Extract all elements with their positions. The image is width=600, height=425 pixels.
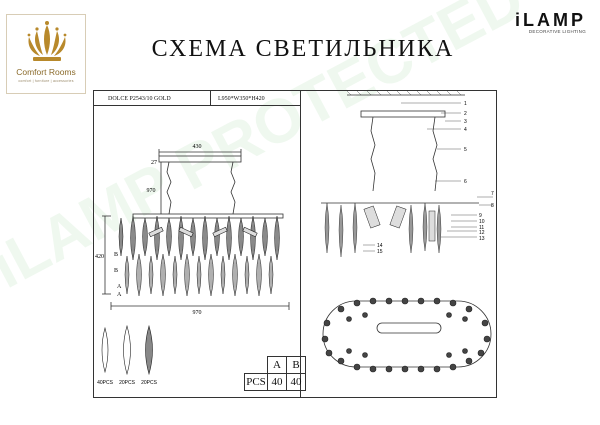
callout-9: 9 bbox=[479, 213, 482, 219]
brand-tagline: comfort | furniture | accessories bbox=[18, 79, 74, 83]
callout-10: 10 bbox=[479, 219, 485, 225]
chain-left bbox=[166, 161, 172, 215]
side-view-drawing: 1 2 3 4 5 6 7 8 9 10 11 12 13 14 15 bbox=[321, 91, 494, 373]
callout-6: 6 bbox=[464, 179, 467, 185]
crown-icon bbox=[27, 21, 67, 61]
ilamp-logo-sub: DECORATIVE LIGHTING bbox=[528, 29, 586, 34]
crystal-legend: 40PCS 20PCS 20PCS bbox=[97, 324, 158, 386]
crystal-b-shape bbox=[123, 324, 131, 376]
crystal-b-qty: 20PCS bbox=[119, 380, 136, 386]
front-view-drawing: 430 970 27 420 970 B B A A bbox=[95, 144, 290, 316]
plan-outline bbox=[322, 300, 492, 368]
canopy-side bbox=[360, 110, 446, 118]
candle-arms bbox=[148, 226, 258, 238]
pcs-col-a: A bbox=[267, 356, 287, 374]
callout-2: 2 bbox=[464, 111, 467, 117]
callout-8: 8 bbox=[491, 203, 494, 209]
crystal-a-qty: 40PCS bbox=[97, 380, 114, 386]
dim-height-label: 420 bbox=[95, 254, 104, 260]
frame-bar bbox=[132, 213, 284, 219]
chain-side-left bbox=[370, 116, 376, 192]
crystal-c-qty: 20PCS bbox=[141, 380, 158, 386]
ilamp-logo-name: iLAMP bbox=[515, 10, 586, 30]
header-rule bbox=[93, 105, 300, 106]
callout-1: 1 bbox=[464, 101, 467, 107]
drawing-frame bbox=[93, 90, 497, 398]
callout-13: 13 bbox=[479, 236, 485, 242]
pcs-row-label: PCS bbox=[244, 373, 268, 391]
side-crystals bbox=[324, 202, 442, 258]
pcs-value-a: 40 bbox=[267, 373, 287, 391]
dim-offset-label: 27 bbox=[151, 160, 157, 166]
callout-4: 4 bbox=[464, 127, 467, 133]
callout-15: 15 bbox=[377, 249, 383, 255]
dim-top-label: 430 bbox=[193, 144, 202, 150]
crystal-row-lower bbox=[124, 253, 274, 297]
comfort-rooms-logo: Comfort Rooms comfort | furniture | acce… bbox=[6, 14, 86, 94]
chain-right bbox=[230, 161, 236, 215]
label-b-2: B bbox=[114, 268, 118, 274]
plan-base bbox=[376, 322, 442, 334]
label-b-1: B bbox=[114, 252, 118, 258]
page-title: СХЕМА СВЕТИЛЬНИКА bbox=[151, 36, 455, 62]
header-separator bbox=[210, 90, 211, 105]
callout-11: 11 bbox=[479, 225, 484, 231]
ceiling-canopy bbox=[158, 155, 242, 163]
label-a-1: A bbox=[117, 284, 122, 290]
chain-side-right bbox=[432, 116, 438, 192]
frame-divider bbox=[300, 90, 301, 398]
crystal-c-shape bbox=[145, 324, 153, 376]
dimensions-label: L950*W350*H420 bbox=[218, 96, 265, 102]
pcs-value-b: 40 bbox=[286, 373, 306, 391]
crystal-a-shape bbox=[101, 326, 109, 374]
pcs-col-b: B bbox=[286, 356, 306, 374]
brand-name: Comfort Rooms bbox=[16, 67, 76, 77]
pcs-table: A B PCS 40 40 bbox=[244, 356, 306, 391]
dim-width-label: 970 bbox=[193, 310, 202, 316]
callout-7: 7 bbox=[491, 191, 494, 197]
ilamp-logo: iLAMP DECORATIVE LIGHTING bbox=[486, 10, 586, 50]
pcs-table-corner bbox=[245, 357, 268, 374]
model-label: DOLCE P2543/10 GOLD bbox=[108, 96, 171, 102]
callout-3: 3 bbox=[464, 119, 467, 125]
plan-crystals bbox=[321, 297, 491, 373]
callout-5: 5 bbox=[464, 147, 467, 153]
crystal-row-upper bbox=[118, 215, 280, 261]
callout-14: 14 bbox=[377, 243, 383, 249]
callout-12: 12 bbox=[479, 230, 485, 236]
dim-chain-label: 970 bbox=[147, 188, 156, 194]
side-holders bbox=[363, 205, 436, 242]
label-a-2: A bbox=[117, 292, 122, 298]
